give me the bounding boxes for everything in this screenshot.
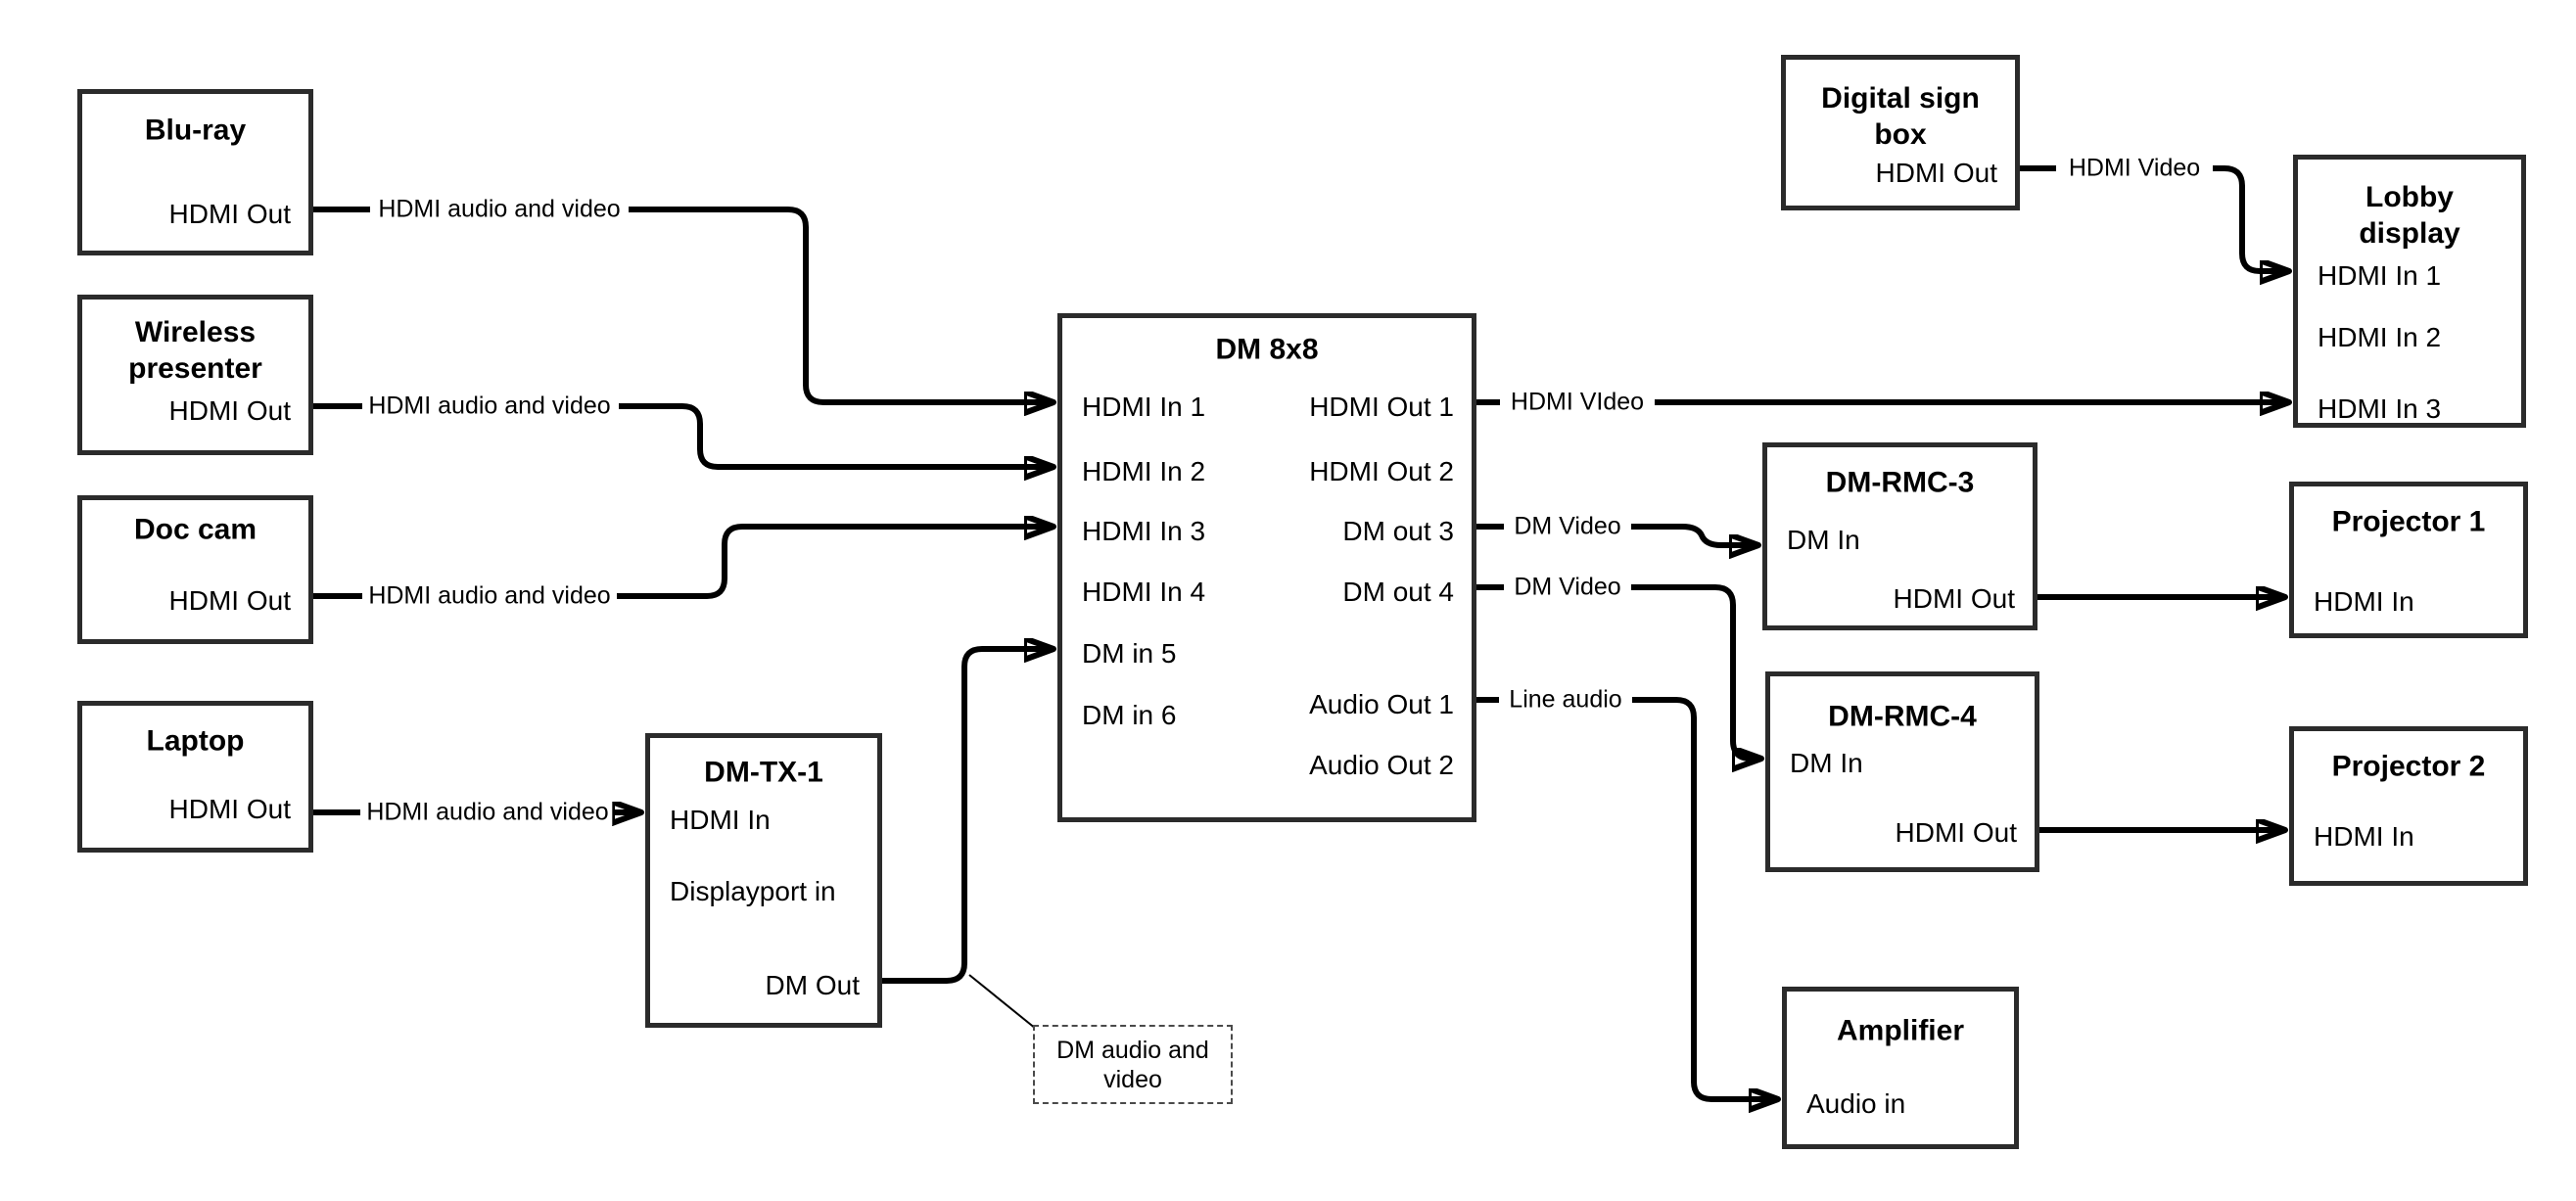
port-dm8x8-dm-in-5: DM in 5 [1082, 638, 1177, 669]
port-dmtx1-displayport-in: Displayport in [670, 876, 836, 906]
node-dm-rmc-4: DM-RMC-4 DM In HDMI Out [1765, 671, 2039, 872]
port-dm8x8-hdmi-in-2: HDMI In 2 [1082, 456, 1206, 486]
port-rmc3-dm-in: DM In [1787, 525, 1860, 555]
wire-label-line-audio: Line audio [1505, 686, 1626, 714]
node-proj1-title: Projector 1 [2331, 505, 2486, 538]
port-dm8x8-dm-in-6: DM in 6 [1082, 700, 1177, 730]
port-dm8x8-hdmi-in-1: HDMI In 1 [1082, 392, 1206, 422]
node-doccam-title: Doc cam [133, 513, 258, 546]
port-dm8x8-dm-out-3: DM out 3 [1342, 516, 1454, 546]
wire-label-sign: HDMI Video [2064, 155, 2205, 182]
port-rmc3-hdmi-out: HDMI Out [1893, 583, 2015, 614]
port-dm8x8-hdmi-out-2: HDMI Out 2 [1309, 456, 1454, 486]
node-amp-title: Amplifier [1836, 1014, 1965, 1047]
port-signbox-hdmi-out: HDMI Out [1875, 158, 1997, 188]
node-wireless-presenter: Wireless presenter HDMI Out [77, 295, 313, 455]
node-doc-cam: Doc cam HDMI Out [77, 495, 313, 644]
port-rmc4-dm-in: DM In [1790, 748, 1863, 778]
node-lobby-title: Lobby display [2359, 181, 2460, 250]
port-doccam-hdmi-out: HDMI Out [168, 585, 291, 616]
port-bluray-hdmi-out: HDMI Out [168, 199, 291, 229]
port-proj2-hdmi-in: HDMI In [2314, 821, 2414, 852]
port-lobby-hdmi-in-3: HDMI In 3 [2318, 393, 2442, 424]
callout-text: DM audio and video [1056, 1036, 1209, 1093]
node-digital-sign-box: Digital sign box HDMI Out [1781, 55, 2020, 210]
port-amp-audio-in: Audio in [1806, 1088, 1906, 1119]
node-dm-tx-1: DM-TX-1 HDMI In Displayport in DM Out [645, 733, 882, 1028]
callout-dm-audio-video: DM audio and video [1033, 1025, 1233, 1104]
node-projector-1: Projector 1 HDMI In [2289, 482, 2528, 638]
port-dm8x8-dm-out-4: DM out 4 [1342, 577, 1454, 607]
node-laptop: Laptop HDMI Out [77, 701, 313, 853]
port-dm8x8-hdmi-in-4: HDMI In 4 [1082, 577, 1206, 607]
wire-label-dm-out3: DM Video [1510, 513, 1625, 540]
node-lobby-display: Lobby display HDMI In 1 HDMI In 2 HDMI I… [2293, 155, 2526, 428]
port-rmc4-hdmi-out: HDMI Out [1895, 817, 2017, 848]
node-signbox-title: Digital sign box [1821, 82, 1980, 151]
node-proj2-title: Projector 2 [2331, 750, 2486, 783]
node-wireless-title: Wireless presenter [128, 316, 262, 385]
port-dm8x8-hdmi-in-3: HDMI In 3 [1082, 516, 1206, 546]
port-lobby-hdmi-in-1: HDMI In 1 [2318, 260, 2442, 291]
node-rmc4-title: DM-RMC-4 [1828, 700, 1977, 733]
port-laptop-hdmi-out: HDMI Out [168, 794, 291, 824]
port-dmtx1-dm-out: DM Out [765, 970, 860, 1000]
node-dm-rmc-3: DM-RMC-3 DM In HDMI Out [1762, 442, 2037, 630]
port-wireless-hdmi-out: HDMI Out [168, 395, 291, 426]
node-dm8x8-title: DM 8x8 [1215, 333, 1319, 366]
wire-label-dm-out4: DM Video [1510, 574, 1625, 601]
callout-leader-line [968, 974, 1037, 1030]
wire-label-hdmi-out1: HDMI VIdeo [1506, 389, 1649, 416]
port-dm8x8-audio-out-2: Audio Out 2 [1309, 750, 1454, 780]
node-bluray: Blu-ray HDMI Out [77, 89, 313, 255]
wire-dm8x8-out4-to-rmc4 [1476, 584, 1761, 759]
node-dmtx1-title: DM-TX-1 [704, 756, 823, 789]
wire-signbox-to-lobby-in1 [2020, 165, 2289, 271]
port-lobby-hdmi-in-2: HDMI In 2 [2318, 322, 2442, 352]
node-bluray-title: Blu-ray [144, 114, 247, 147]
wire-label-laptop: HDMI audio and video [362, 799, 613, 826]
wire-bluray-to-dm8x8-in1 [313, 207, 1054, 402]
wire-label-wireless: HDMI audio and video [364, 393, 615, 420]
node-rmc3-title: DM-RMC-3 [1825, 466, 1975, 499]
port-proj1-hdmi-in: HDMI In [2314, 586, 2414, 617]
port-dm8x8-hdmi-out-1: HDMI Out 1 [1309, 392, 1454, 422]
wire-label-doccam: HDMI audio and video [364, 582, 615, 610]
node-laptop-title: Laptop [146, 724, 245, 758]
wire-dm8x8-audio1-to-amp [1476, 697, 1778, 1099]
port-dm8x8-audio-out-1: Audio Out 1 [1309, 689, 1454, 719]
node-projector-2: Projector 2 HDMI In [2289, 726, 2528, 886]
node-amplifier: Amplifier Audio in [1782, 987, 2019, 1149]
wire-dmtx1-to-dm8x8-in5 [882, 649, 1054, 984]
wire-label-bluray: HDMI audio and video [374, 196, 625, 223]
port-dmtx1-hdmi-in: HDMI In [670, 805, 771, 835]
node-dm-8x8: DM 8x8 HDMI In 1 HDMI In 2 HDMI In 3 HDM… [1057, 313, 1476, 822]
